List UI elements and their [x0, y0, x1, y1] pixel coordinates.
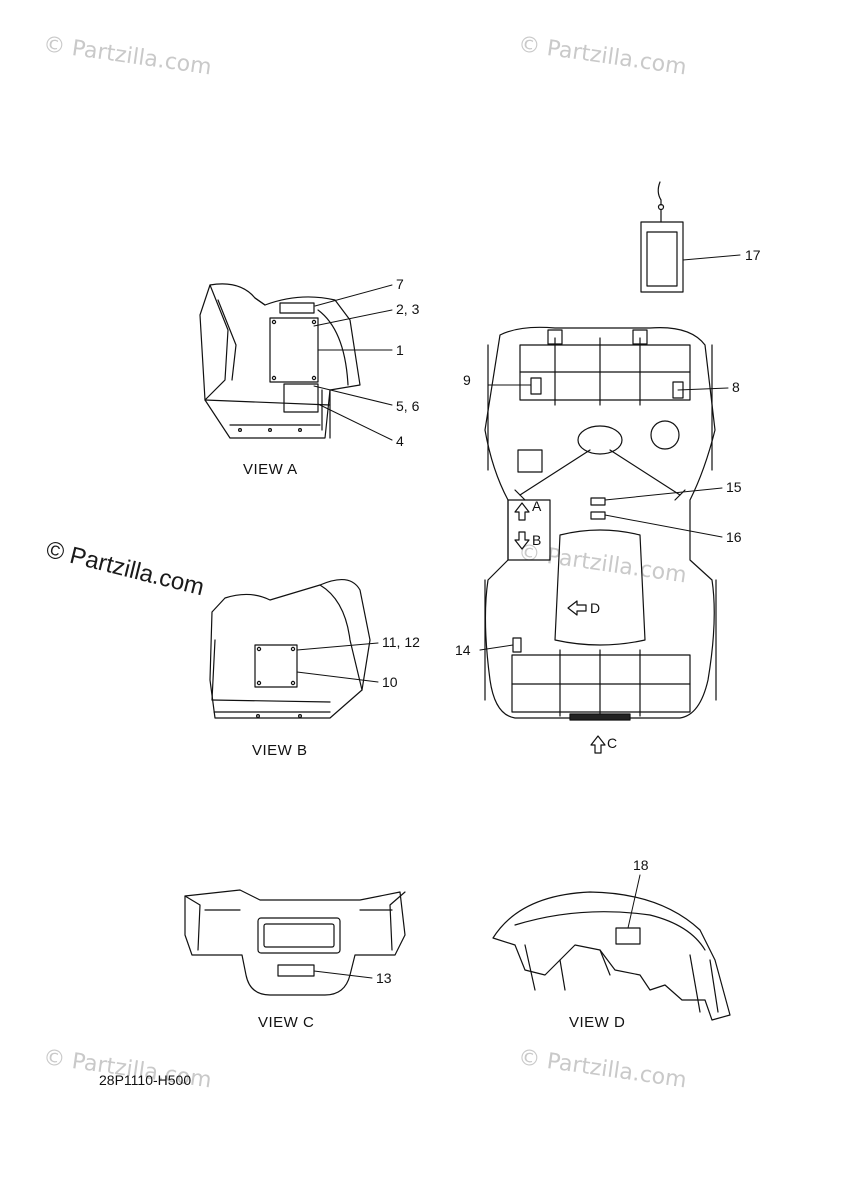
callout-17: 17 [745, 247, 761, 263]
callout-9: 9 [463, 372, 471, 388]
view-d-title: VIEW D [569, 1014, 625, 1031]
view-c-panel [184, 889, 406, 996]
callout-15: 15 [726, 479, 742, 495]
arrow-label-d: D [590, 600, 600, 616]
callout-2-3: 2, 3 [396, 301, 420, 317]
callout-5-6: 5, 6 [396, 398, 420, 414]
hang-tag [640, 181, 684, 293]
callout-7: 7 [396, 276, 404, 292]
view-b-fender [209, 579, 371, 719]
callout-10: 10 [382, 674, 398, 690]
part-code: 28P1110-H500 [99, 1072, 191, 1088]
arrow-label-c: C [607, 735, 617, 751]
callout-13: 13 [376, 970, 392, 986]
view-a-fender [199, 283, 361, 439]
arrow-left-icon [567, 600, 587, 616]
arrow-up-icon [590, 735, 606, 754]
callout-18: 18 [633, 857, 649, 873]
view-c-title: VIEW C [258, 1014, 314, 1031]
arrow-label-b: B [532, 532, 541, 548]
callout-11-12: 11, 12 [382, 634, 420, 650]
callout-8: 8 [732, 379, 740, 395]
arrow-down-icon [514, 531, 530, 550]
view-b-title: VIEW B [252, 742, 308, 759]
callout-14: 14 [455, 642, 471, 658]
callout-1: 1 [396, 342, 404, 358]
callout-16: 16 [726, 529, 742, 545]
atv-top-view [484, 326, 717, 754]
callout-4: 4 [396, 433, 404, 449]
view-d-fender [492, 891, 731, 1021]
arrow-up-icon [514, 502, 530, 521]
view-a-title: VIEW A [243, 461, 298, 478]
leader-lines [296, 254, 741, 979]
arrow-label-a: A [532, 498, 542, 514]
